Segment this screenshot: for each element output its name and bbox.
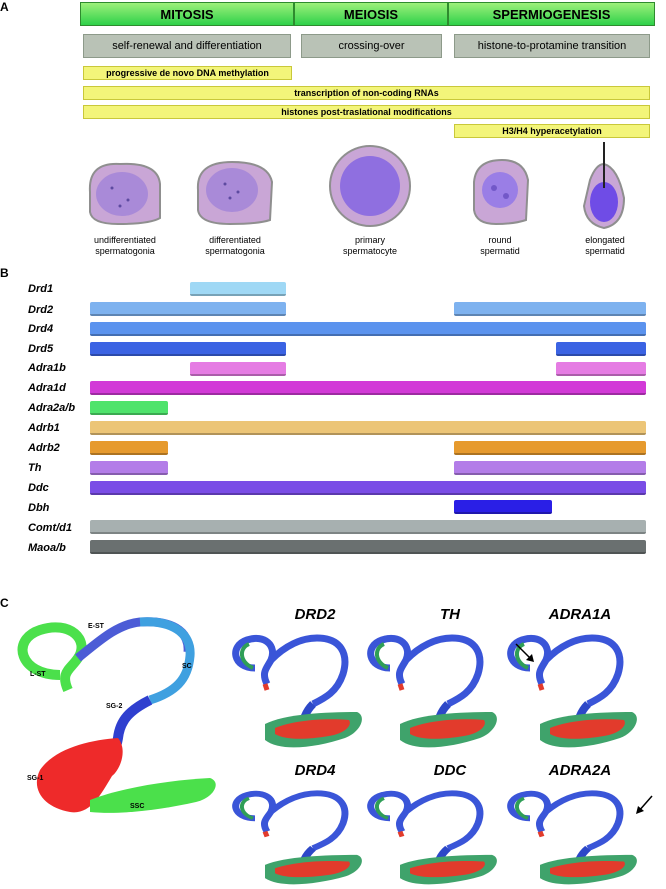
cell-label-elongated: elongated spermatid xyxy=(555,235,655,257)
umap-title-ddc: DDC xyxy=(433,762,467,779)
process-histone-protamine: histone-to-protamine transition xyxy=(454,34,650,58)
expression-bar-th xyxy=(454,461,646,475)
umap-drd4-plot xyxy=(232,790,362,885)
gene-label: Drd4 xyxy=(28,323,54,335)
expression-bar-drd2 xyxy=(454,302,646,316)
umap-title-adra1a: ADRA1A xyxy=(548,606,612,623)
gene-label: Adra2a/b xyxy=(28,402,76,414)
expression-bar-adra2ab xyxy=(90,401,168,415)
umap-title-drd4: DRD4 xyxy=(294,762,336,779)
gene-label: Maoa/b xyxy=(28,542,66,554)
cluster-label-sg-1: SG-1 xyxy=(27,775,44,782)
cell-label-line: elongated xyxy=(585,235,625,245)
cluster-label-sc: SC xyxy=(182,663,192,670)
cell-undifferentiated-spermatogonia xyxy=(88,162,161,226)
expression-bar-maoab xyxy=(90,540,646,554)
cell-label-primary: primary spermatocyte xyxy=(320,235,420,257)
panel-c-letter: C xyxy=(0,596,9,610)
bar-histone-ptm: histones post-traslational modifications xyxy=(83,105,650,119)
expression-bar-adra1d xyxy=(90,381,646,395)
umap-cluster-plot xyxy=(17,617,216,813)
gene-label: Adrb1 xyxy=(28,422,60,434)
arrow-adra2a xyxy=(636,795,653,814)
cell-round-spermatid xyxy=(473,158,530,226)
cell-label-line: spermatocyte xyxy=(342,246,398,256)
cell-label-line: primary xyxy=(354,235,385,245)
gene-label: Comt/d1 xyxy=(28,522,72,534)
cell-label-line: spermatid xyxy=(585,246,625,256)
bar-dna-methylation: progressive de novo DNA methylation xyxy=(83,66,292,80)
umap-title-drd2: DRD2 xyxy=(294,606,336,623)
umap-title-th: TH xyxy=(440,606,460,623)
expression-bar-drd4 xyxy=(90,322,646,336)
cell-differentiated-spermatogonia xyxy=(196,160,274,226)
panel-a-letter: A xyxy=(0,0,9,14)
cell-label-line: spermatid xyxy=(480,246,520,256)
cluster-label-l-st: L-ST xyxy=(30,671,46,678)
umap-th-plot xyxy=(367,634,497,748)
cell-primary-spermatocyte xyxy=(329,145,411,227)
expression-bar-drd5 xyxy=(556,342,646,356)
expression-bar-adrb1 xyxy=(90,421,646,435)
gene-label: Dbh xyxy=(28,502,50,514)
expression-bar-dbh xyxy=(454,500,552,514)
phase-spermiogenesis: SPERMIOGENESIS xyxy=(448,2,655,26)
expression-bar-drd2 xyxy=(90,302,286,316)
process-self-renewal: self-renewal and differentiation xyxy=(83,34,291,58)
cluster-label-e-st: E-ST xyxy=(88,623,104,630)
arrow-adra1a xyxy=(515,643,534,662)
gene-label: Drd5 xyxy=(28,343,54,355)
expression-bar-adra1b xyxy=(556,362,646,376)
expression-bar-adra1b xyxy=(190,362,286,376)
expression-bar-drd5 xyxy=(90,342,286,356)
process-crossing-over: crossing-over xyxy=(301,34,442,58)
expression-bar-adrb2 xyxy=(90,441,168,455)
bar-h3h4-hyperacetylation: H3/H4 hyperacetylation xyxy=(454,124,650,138)
gene-label: Drd2 xyxy=(28,304,54,316)
gene-label: Adrb2 xyxy=(28,442,60,454)
expression-bar-adrb2 xyxy=(454,441,646,455)
cell-elongated-spermatid xyxy=(582,142,626,230)
expression-bar-th xyxy=(90,461,168,475)
cluster-label-ssc: SSC xyxy=(130,803,145,810)
cell-label-line: spermatogonia xyxy=(95,246,155,256)
gene-label: Adra1b xyxy=(28,362,66,374)
cluster-label-sg-2: SG-2 xyxy=(106,703,123,710)
umap-title-adra2a: ADRA2A xyxy=(548,762,612,779)
gene-label: Drd1 xyxy=(28,283,54,295)
bar-noncoding-rnas: transcription of non-coding RNAs xyxy=(83,86,650,100)
cell-label-line: undifferentiated xyxy=(94,235,156,245)
cell-label-line: differentiated xyxy=(209,235,261,245)
phase-mitosis: MITOSIS xyxy=(80,2,294,26)
gene-label: Ddc xyxy=(28,482,49,494)
panel-b-letter: B xyxy=(0,266,9,280)
phase-meiosis: MEIOSIS xyxy=(294,2,448,26)
cell-label-undifferentiated: undifferentiated spermatogonia xyxy=(75,235,175,257)
umap-adra1a-plot xyxy=(507,634,637,748)
gene-label: Th xyxy=(28,462,42,474)
cell-illustrations xyxy=(88,142,626,230)
cell-label-line: round xyxy=(488,235,512,245)
umap-adra2a-plot xyxy=(507,790,637,885)
umap-drd2-plot xyxy=(232,634,362,748)
expression-bar-ddc xyxy=(90,481,646,495)
expression-bar-comtd1 xyxy=(90,520,646,534)
cell-label-differentiated: differentiated spermatogonia xyxy=(185,235,285,257)
gene-label: Adra1d xyxy=(28,382,66,394)
cell-label-line: spermatogonia xyxy=(205,246,265,256)
expression-bar-drd1 xyxy=(190,282,286,296)
cell-label-round: round spermatid xyxy=(450,235,550,257)
umap-ddc-plot xyxy=(367,790,497,885)
